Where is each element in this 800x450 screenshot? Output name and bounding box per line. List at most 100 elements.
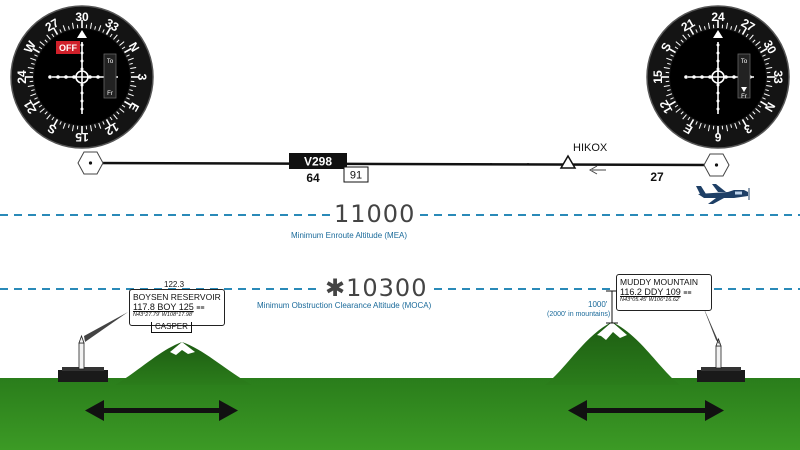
left-compass-tick [30, 57, 37, 61]
left-compass-tick [39, 108, 45, 113]
left-compass-label: 3 [135, 74, 149, 81]
right-compass-tick [668, 100, 676, 107]
right-compass-tick [666, 57, 673, 61]
right-compass-tick [670, 54, 674, 57]
left-compass-tick [90, 125, 93, 132]
left-compass-tick [121, 46, 126, 50]
right-compass-tick [674, 104, 679, 108]
left-center-ring [75, 70, 89, 84]
left-compass-ticks [25, 20, 139, 134]
left-compass-tick [67, 124, 70, 128]
left-tofrom-window [103, 53, 117, 99]
left-compass-tick [109, 116, 113, 121]
right-compass-tick [752, 39, 756, 43]
left-compass-tick [109, 33, 113, 38]
right-compass-tick [745, 116, 749, 121]
right-vor-coords: N43°05.45' W106°16.62' [620, 297, 681, 303]
left-vor-symbol [77, 151, 104, 175]
left-vor-station [58, 312, 128, 382]
left-compass-tick [130, 85, 137, 88]
right-compass-tick [726, 22, 729, 29]
left-fss-label: CASPER [151, 322, 192, 333]
right-compass-tick [738, 29, 741, 33]
right-vor-freq: 116.2 DDY 109 [620, 287, 681, 297]
airway-dot [490, 163, 492, 165]
moca-value: ✱10300 [321, 274, 432, 302]
right-compass-tick [749, 34, 754, 40]
left-compass-tick [127, 93, 134, 97]
right-vor-station [697, 304, 745, 382]
right-compass-tick [707, 125, 710, 132]
left-compass-tick [105, 27, 112, 35]
left-compass-tick [90, 22, 93, 29]
right-compass-label: 33 [771, 70, 785, 84]
right-compass-tick [695, 121, 698, 125]
left-course-index [77, 30, 87, 38]
right-compass-tick [730, 124, 733, 128]
left-compass-tick [44, 39, 48, 43]
total-mileage: 91 [350, 170, 362, 182]
left-compass-tick [52, 119, 59, 127]
right-compass-tick [687, 33, 691, 38]
left-compass-label: 21 [20, 97, 39, 116]
left-compass-tick [124, 100, 132, 107]
left-compass-tick [102, 29, 105, 33]
left-compass-tick [59, 121, 62, 125]
left-compass-tick [126, 54, 130, 57]
right-compass-tick [757, 104, 762, 108]
right-compass-tick [663, 66, 670, 69]
left-vor-morse-icon: ≡≡ [196, 305, 205, 312]
right-compass-tick [698, 122, 702, 129]
right-compass-label: 15 [651, 70, 665, 84]
right-compass-tick [703, 26, 706, 30]
left-compass-tick [46, 34, 51, 40]
right-compass-tick [682, 114, 687, 120]
left-compass-tick [51, 116, 55, 121]
fix-name: HIKOX [573, 142, 608, 154]
right-compass-label: 24 [711, 10, 725, 24]
left-fss-name: CASPER [155, 322, 188, 331]
right-compass-tick [680, 111, 684, 115]
left-compass-tick [98, 122, 102, 129]
moca-caption: Minimum Obstruction Clearance Altitude (… [257, 301, 432, 310]
left-compass-tick [32, 47, 40, 54]
right-compass-tick [752, 111, 756, 115]
airway-name: V298 [304, 155, 332, 169]
left-compass-tick [129, 62, 133, 65]
radial-arrow [588, 165, 606, 175]
right-compass-tick [760, 47, 768, 54]
right-vor-symbol [703, 153, 730, 177]
left-compass-tick [94, 26, 97, 30]
right-compass-label: 12 [656, 97, 675, 116]
right-vor-name: MUDDY MOUNTAIN [620, 277, 699, 287]
right-compass-tick [766, 66, 773, 69]
right-compass-ticks [661, 20, 775, 134]
right-compass-tick [741, 27, 748, 35]
hikox-intersection-symbol [559, 154, 577, 169]
right-compass-tick [666, 93, 673, 97]
airway-name-box [289, 153, 347, 169]
left-compass-tick [62, 122, 66, 129]
right-compass-tick [745, 33, 749, 38]
left-vor-info-box: BOYSEN RESERVOIR 117.8 BOY 125 ≡≡ N43°27… [129, 289, 225, 326]
left-compass-label: 24 [15, 70, 29, 84]
right-compass-tick [687, 116, 691, 121]
right-compass-tick [765, 89, 769, 92]
left-compass-tick [46, 114, 51, 120]
left-segment-mileage: 64 [306, 171, 320, 185]
right-compass-tick [734, 25, 738, 32]
right-compass-tick [663, 85, 670, 88]
left-compass-tick [116, 111, 120, 115]
left-compass-tick [44, 111, 48, 115]
left-compass-tick [113, 114, 118, 120]
right-from-arrow [741, 87, 747, 92]
right-mountain [545, 322, 680, 385]
left-range-arrow [85, 400, 238, 421]
left-compass-tick [38, 46, 43, 50]
right-compass-tick [741, 119, 748, 127]
left-off-flag-box [56, 41, 80, 54]
right-compass-tick [680, 39, 684, 43]
right-compass-tick [766, 85, 773, 88]
